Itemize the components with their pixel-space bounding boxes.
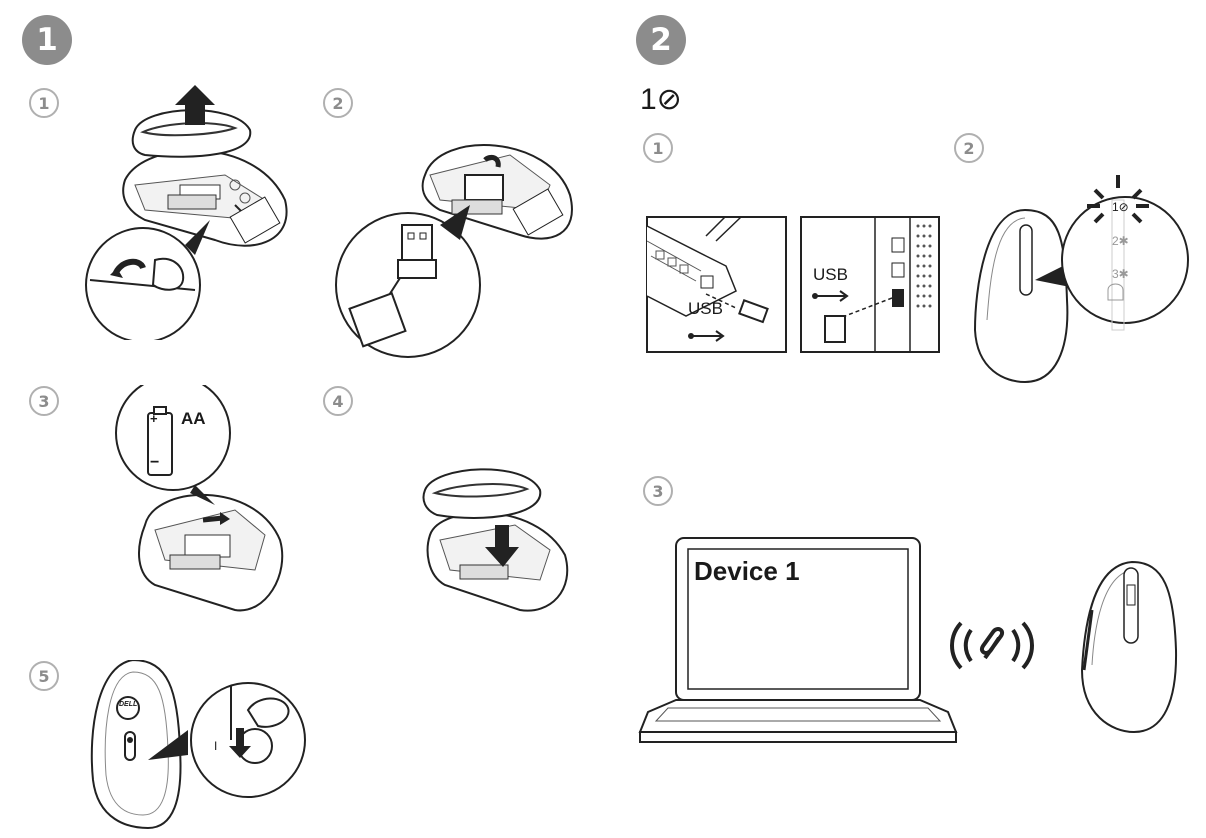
device-label: Device 1 <box>694 556 800 586</box>
laptop-usb-label: USB <box>688 299 723 318</box>
step-1-5-number: 5 <box>29 661 59 691</box>
battery-type-label: AA <box>181 409 206 428</box>
step-2-3-number: 3 <box>643 476 673 506</box>
connection-light-illustration <box>965 170 1195 385</box>
step-2-2-number: 2 <box>954 133 984 163</box>
section-2-badge: 2 <box>636 15 686 65</box>
paired-mouse-illustration <box>1072 560 1182 735</box>
remove-cover-illustration <box>85 80 295 340</box>
step-2-1-number: 1 <box>643 133 673 163</box>
battery-minus-sign: − <box>150 454 160 471</box>
section-1-badge: 1 <box>22 15 72 65</box>
desktop-usb-label: USB <box>813 265 848 284</box>
battery-plus-sign: + <box>150 411 158 426</box>
wireless-link-icon <box>947 618 1037 673</box>
laptop-usb-panel <box>646 216 787 353</box>
step-1-1-number: 1 <box>29 88 59 118</box>
laptop-device-illustration <box>638 536 958 746</box>
mode-label-3: 3✱ <box>1112 267 1129 281</box>
step-1-4-number: 4 <box>323 386 353 416</box>
battery-insertion-illustration <box>115 385 295 615</box>
switch-on-mark: I <box>214 739 218 753</box>
step-1-2-number: 2 <box>323 88 353 118</box>
step-1-3-number: 3 <box>29 386 59 416</box>
power-switch-illustration <box>88 660 313 830</box>
mode-label-1: 1⊘ <box>1112 200 1129 214</box>
dongle-removal-illustration <box>330 115 580 360</box>
connection-mode-label: 1⊘ <box>640 83 682 116</box>
desktop-usb-panel <box>800 216 940 353</box>
mouse-logo: DELL <box>119 701 138 708</box>
mode-label-2: 2✱ <box>1112 234 1129 248</box>
replace-cover-illustration <box>415 455 575 615</box>
